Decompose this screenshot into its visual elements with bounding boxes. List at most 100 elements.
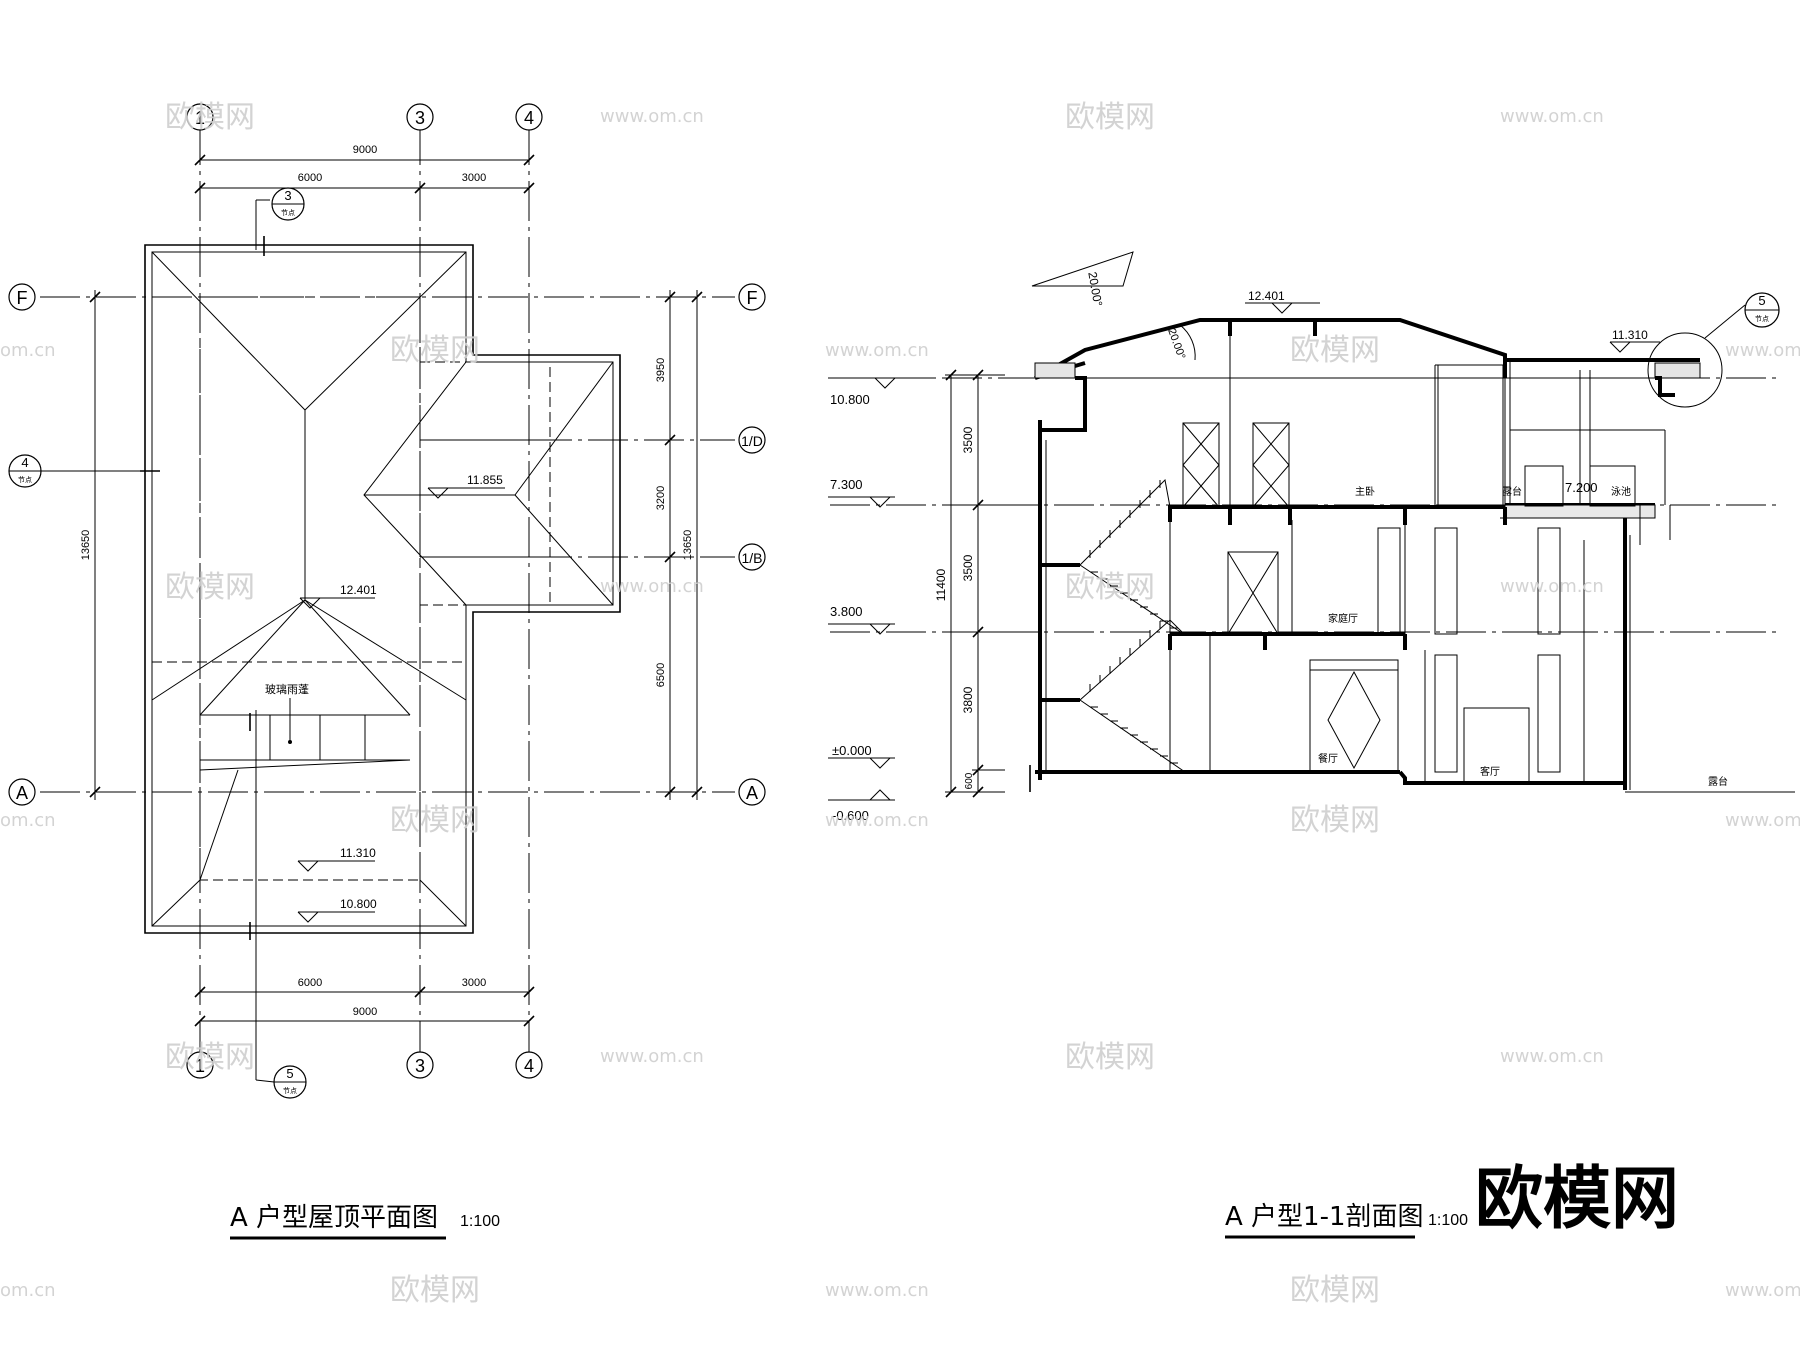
svg-text:节点: 节点 (283, 1087, 297, 1095)
svg-text:1: 1 (195, 1056, 205, 1076)
svg-text:±0.000: ±0.000 (832, 743, 872, 758)
svg-text:欧模网: 欧模网 (1065, 100, 1155, 135)
svg-text:A: A (16, 783, 28, 803)
axis-bubble-left-F: F (8, 283, 36, 311)
walls (1029, 336, 1795, 793)
elevation-base: 10.800 (297, 897, 377, 923)
dimension-top: 9000 6000 3000 (194, 144, 535, 194)
svg-text:3: 3 (284, 188, 291, 203)
elevation-gable: 11.855 (427, 473, 505, 499)
svg-text:F: F (747, 288, 758, 308)
svg-text:6500: 6500 (655, 663, 667, 687)
elevation-eave: 11.310 (297, 846, 376, 872)
svg-text:3: 3 (415, 1056, 425, 1076)
svg-text:600: 600 (964, 772, 975, 789)
svg-text:9000: 9000 (353, 1006, 377, 1018)
svg-text:3.800: 3.800 (830, 604, 863, 619)
svg-text:1/D: 1/D (741, 433, 763, 449)
svg-text:11400: 11400 (934, 568, 948, 601)
svg-text:10.800: 10.800 (830, 392, 870, 407)
svg-text:欧模网: 欧模网 (390, 333, 480, 368)
section-title: A 户型1-1剖面图 1:100 (1225, 1202, 1468, 1239)
svg-text:www.om.cn: www.om.cn (825, 1280, 929, 1301)
dimension-bottom: 6000 3000 9000 (194, 977, 535, 1027)
dimension-right: 3950 3200 6500 13650 (655, 290, 703, 800)
svg-text:www.om.cn: www.om.cn (600, 1046, 704, 1067)
room-labels: 主卧 家庭厅 餐厅 客厅 露台 泳池 露台 7.200 (1318, 480, 1728, 788)
svg-text:11.855: 11.855 (467, 473, 503, 487)
svg-text:www.om.cn: www.om.cn (1725, 1280, 1800, 1301)
svg-text:www.om.cn: www.om.cn (600, 576, 704, 597)
svg-text:F: F (17, 288, 28, 308)
svg-text:3000: 3000 (462, 172, 486, 184)
elevation-ridge: 12.401 (299, 583, 377, 609)
svg-text:9000: 9000 (353, 144, 377, 156)
svg-text:露台: 露台 (1502, 485, 1522, 498)
section-cut-line (255, 199, 270, 1080)
svg-text:欧模网: 欧模网 (1065, 1040, 1155, 1075)
svg-text:1: 1 (195, 108, 205, 128)
svg-text:3800: 3800 (961, 686, 975, 713)
svg-text:www.om.cn: www.om.cn (1725, 810, 1800, 831)
svg-text:-0.600: -0.600 (832, 808, 869, 823)
svg-text:A 户型1-1剖面图: A 户型1-1剖面图 (1225, 1202, 1424, 1232)
svg-text:节点: 节点 (18, 476, 32, 484)
svg-text:www.om.cn: www.om.cn (600, 106, 704, 127)
svg-text:A 户型屋顶平面图: A 户型屋顶平面图 (230, 1203, 438, 1233)
watermarks: 欧模网 www.om.cn 欧模网 www.om.cn om.cn 欧模网 ww… (0, 100, 1800, 1308)
svg-text:家庭厅: 家庭厅 (1328, 612, 1358, 625)
level-0000: ±0.000 (828, 743, 895, 769)
axis-bubble-top-3: 3 (406, 103, 434, 131)
axis-bubble-top-4: 4 (515, 103, 543, 131)
svg-text:om.cn: om.cn (0, 340, 56, 361)
svg-text:餐厅: 餐厅 (1318, 752, 1338, 765)
svg-text:6000: 6000 (298, 977, 322, 989)
roof-plan: 1 3 4 1 3 4 F A (8, 103, 766, 1240)
svg-text:10.800: 10.800 (340, 897, 377, 911)
svg-text:7.200: 7.200 (1565, 480, 1598, 495)
brand-logo: 欧模网 (1475, 1160, 1679, 1239)
svg-text:4: 4 (21, 455, 28, 470)
level-minus-0600: -0.600 (828, 789, 895, 823)
detail-ref-bottom: 5 节点 (255, 1065, 307, 1099)
svg-text:欧模网: 欧模网 (165, 100, 255, 135)
svg-text:5: 5 (286, 1066, 293, 1081)
stairs (1079, 478, 1186, 773)
svg-text:www.om.cn: www.om.cn (825, 340, 929, 361)
svg-text:5: 5 (1758, 293, 1765, 308)
detail-ref-left: 4 节点 (8, 454, 140, 488)
svg-text:欧模网: 欧模网 (1065, 570, 1155, 605)
dimension-left: 13650 (80, 290, 101, 800)
axis-bubble-left-A: A (8, 778, 36, 806)
svg-text:13650: 13650 (682, 530, 694, 561)
svg-text:www.om.cn: www.om.cn (1725, 340, 1800, 361)
roof-plan-title: A 户型屋顶平面图 1:100 (230, 1203, 500, 1240)
roof-outline (140, 236, 621, 940)
svg-text:节点: 节点 (1755, 315, 1769, 323)
svg-text:A: A (746, 783, 758, 803)
svg-text:20.00°: 20.00° (1085, 271, 1105, 308)
svg-text:12.401: 12.401 (340, 583, 377, 597)
axis-bubble-bottom-1: 1 (186, 1051, 214, 1079)
svg-text:20.00°: 20.00° (1165, 327, 1187, 361)
svg-text:3: 3 (415, 108, 425, 128)
eave-detail-callout: 11.310 (1609, 304, 1746, 408)
svg-text:欧模网: 欧模网 (165, 570, 255, 605)
svg-text:节点: 节点 (281, 209, 295, 217)
slope-symbol: 20.00° (1031, 251, 1134, 308)
stair-treads (1089, 480, 1178, 764)
level-3800: 3.800 (828, 604, 895, 635)
svg-text:1:100: 1:100 (460, 1213, 500, 1230)
svg-text:11.310: 11.310 (1612, 328, 1648, 342)
roof-profile: 12.401 20.00° (1034, 289, 1701, 432)
svg-text:www.om.cn: www.om.cn (825, 810, 929, 831)
svg-text:3000: 3000 (462, 977, 486, 989)
svg-text:7.300: 7.300 (830, 477, 863, 492)
svg-text:玻璃雨蓬: 玻璃雨蓬 (265, 682, 309, 696)
svg-text:欧模网: 欧模网 (1290, 803, 1380, 838)
svg-text:13650: 13650 (80, 530, 92, 561)
svg-text:欧模网: 欧模网 (165, 1040, 255, 1075)
dimension-vertical: 3500 3500 3800 600 11400 (934, 369, 1005, 798)
svg-text:欧模网: 欧模网 (1475, 1160, 1679, 1239)
